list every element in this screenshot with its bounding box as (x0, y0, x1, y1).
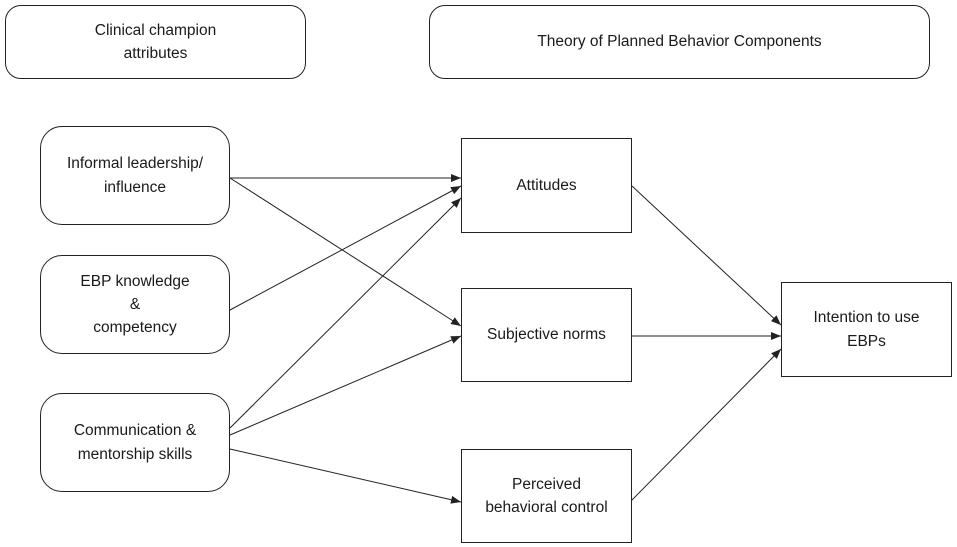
header-clinical-champion-attributes: Clinical champion attributes (5, 5, 306, 79)
arrow-knowledge-to-attitudes (229, 185, 462, 311)
header-right-line-1: Theory of Planned Behavior Components (537, 33, 822, 51)
node-label-line: Perceived (512, 475, 581, 493)
arrow-leadership-to-norms (229, 177, 462, 327)
node-communication-mentorship: Communication & mentorship skills (40, 393, 230, 492)
node-perceived-behavioral-control: Perceived behavioral control (461, 449, 632, 543)
node-informal-leadership: Informal leadership/ influence (40, 126, 230, 225)
arrow-communication-to-norms (229, 335, 462, 436)
header-left-line-1: Clinical champion (94, 21, 217, 39)
node-label-line: Subjective norms (487, 326, 606, 344)
node-label-line: Communication & (73, 422, 197, 440)
arrow-attitudes-to-intention (631, 185, 782, 326)
node-label-line: Intention to use (813, 309, 920, 327)
arrow-control-to-intention (631, 348, 782, 501)
node-intention-to-use-ebps: Intention to use EBPs (781, 282, 952, 377)
node-ebp-knowledge: EBP knowledge & competency (40, 255, 230, 354)
node-label-line: EBP knowledge (80, 272, 190, 290)
node-label-line: & (129, 295, 141, 313)
node-label-line: EBPs (847, 332, 886, 350)
header-tpb-components: Theory of Planned Behavior Components (429, 5, 930, 79)
node-label-line: influence (103, 178, 167, 196)
node-label-line: Informal leadership/ (66, 155, 204, 173)
node-label-line: Attitudes (516, 176, 577, 194)
node-attitudes: Attitudes (461, 138, 632, 233)
node-label-line: competency (93, 319, 177, 337)
node-label-line: mentorship skills (77, 445, 193, 463)
arrow-communication-to-attitudes (229, 197, 462, 429)
header-left-line-2: attributes (123, 45, 188, 62)
node-label-line: behavioral control (485, 499, 608, 516)
node-subjective-norms: Subjective norms (461, 288, 632, 382)
arrow-communication-to-control (229, 448, 462, 504)
